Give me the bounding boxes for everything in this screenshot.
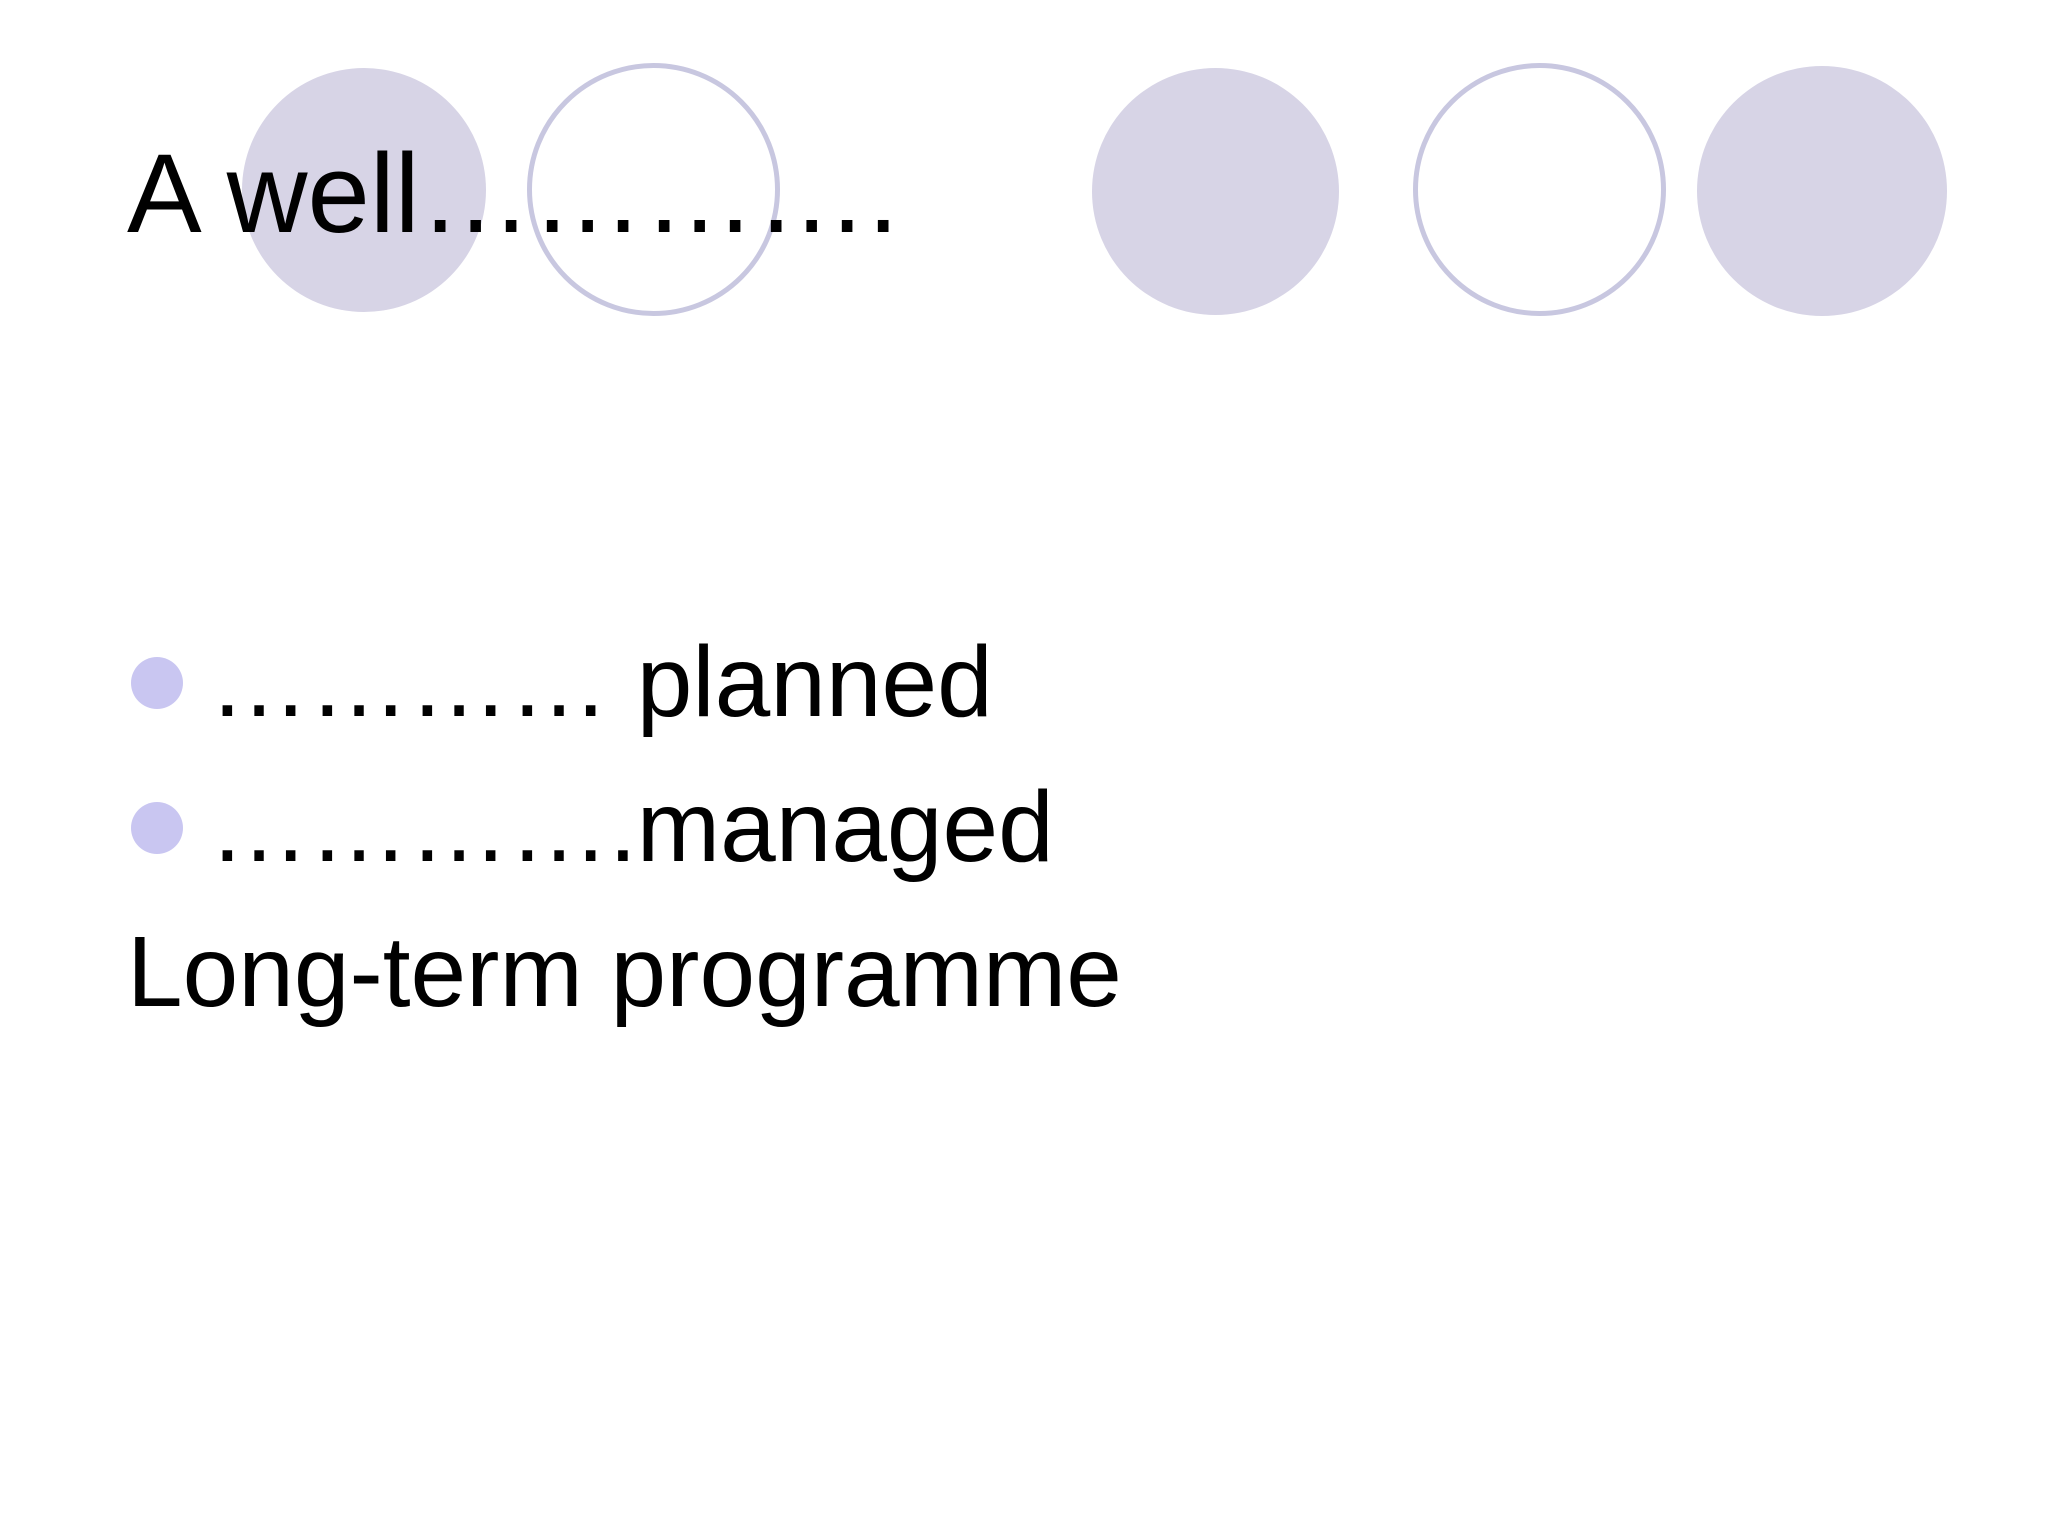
decorative-circle-outlined-1 xyxy=(527,63,780,316)
slide-title: A well…………. xyxy=(127,131,899,256)
bullet-icon xyxy=(131,656,183,709)
decorative-circle-filled-3 xyxy=(1697,66,1947,316)
list-item: ………….managed xyxy=(127,755,1122,900)
decorative-circle-outlined-2 xyxy=(1413,63,1666,316)
slide-body: ………… planned ………….managed Long-term prog… xyxy=(127,610,1122,1045)
list-item-text: ………… planned xyxy=(209,626,993,738)
list-item-text: ………….managed xyxy=(209,771,1054,883)
bullet-icon xyxy=(131,801,183,854)
list-continuation-line: Long-term programme xyxy=(127,900,1122,1045)
decorative-circle-filled-1 xyxy=(242,68,486,312)
decorative-circle-filled-2 xyxy=(1092,68,1339,315)
list-item-text: Long-term programme xyxy=(127,916,1122,1028)
list-item: ………… planned xyxy=(127,610,1122,755)
